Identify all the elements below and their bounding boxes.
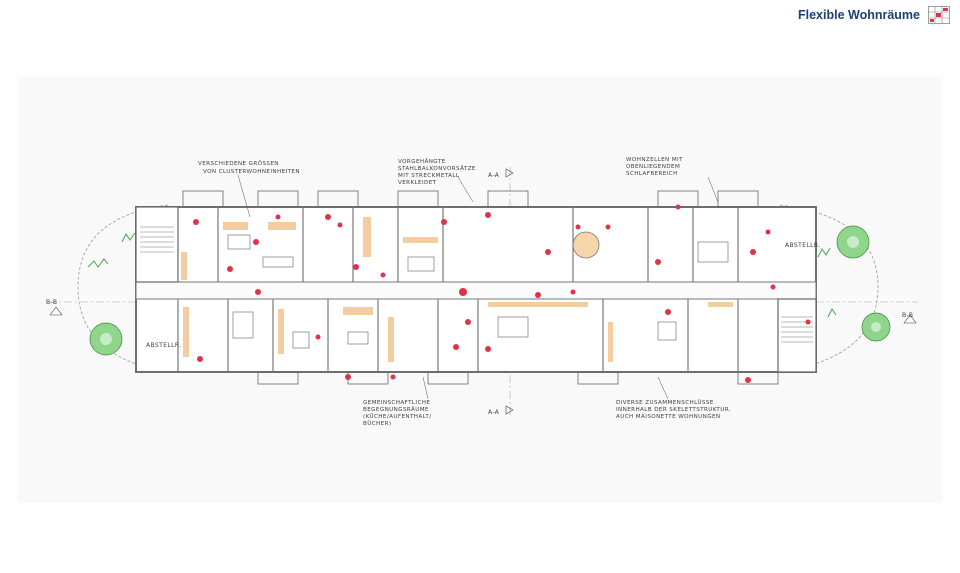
right-garden-outline <box>779 204 879 373</box>
page-title: Flexible Wohnräume <box>797 8 920 22</box>
corridor <box>135 281 817 300</box>
svg-text:WOHNZELLEN MIT: WOHNZELLEN MIT <box>626 157 683 163</box>
tree-icon <box>861 312 891 342</box>
round-table-icon <box>572 231 600 259</box>
left-garden-outline <box>77 204 169 373</box>
svg-text:BEGEGNUNGSRÄUME: BEGEGNUNGSRÄUME <box>363 406 429 413</box>
svg-text:VERSCHIEDENE GRÖSSEN: VERSCHIEDENE GRÖSSEN <box>198 160 279 167</box>
storage-label-right: ABSTELLR. <box>785 242 821 249</box>
svg-text:AUCH MAISONETTE WOHNUNGEN: AUCH MAISONETTE WOHNUNGEN <box>616 414 721 420</box>
balconies <box>182 190 779 385</box>
storage-label-left: ABSTELLR. <box>146 342 182 349</box>
section-marker-aa-top: A-A <box>488 168 514 179</box>
timber-wall-accents <box>181 217 733 362</box>
plant-icon <box>87 232 837 318</box>
stair-core-right <box>777 298 817 373</box>
svg-text:VON CLUSTERWOHNEINHEITEN: VON CLUSTERWOHNEINHEITEN <box>203 169 300 175</box>
furniture <box>227 234 729 349</box>
staircase-icon <box>781 316 813 343</box>
floor-plan-drawing: VERSCHIEDENE GRÖSSEN VON CLUSTERWOHNEINH… <box>46 157 918 427</box>
tree-icon <box>89 322 123 356</box>
section-marker-aa-bottom: A-A <box>488 405 514 416</box>
svg-text:STAHLBALKONVORSÄTZE: STAHLBALKONVORSÄTZE <box>398 165 476 172</box>
section-marker-bb-left: B-B <box>46 299 63 316</box>
floor-plan-panel: VERSCHIEDENE GRÖSSEN VON CLUSTERWOHNEINH… <box>18 77 942 503</box>
svg-text:VORGEHÄNGTE: VORGEHÄNGTE <box>398 158 446 165</box>
svg-text:B-B: B-B <box>46 299 57 306</box>
svg-text:DIVERSE ZUSAMMENSCHLÜSSE: DIVERSE ZUSAMMENSCHLÜSSE <box>616 399 714 406</box>
floorplan-grid-icon <box>928 6 950 24</box>
annotation-cluster-sizes: VERSCHIEDENE GRÖSSEN VON CLUSTERWOHNEINH… <box>198 160 300 175</box>
svg-text:VERKLEIDET: VERKLEIDET <box>398 180 437 186</box>
svg-text:A-A: A-A <box>488 409 500 416</box>
svg-text:MIT STRECKMETALL: MIT STRECKMETALL <box>398 173 460 179</box>
section-marker-bb-right: B-B <box>902 312 917 324</box>
staircase-icon <box>140 226 174 253</box>
svg-text:A-A: A-A <box>488 172 500 179</box>
annotation-living-cells: WOHNZELLEN MIT OBENLIEGENDEM SCHLAFBEREI… <box>626 157 683 177</box>
stair-core-left <box>135 206 179 283</box>
svg-text:B-B: B-B <box>902 312 913 319</box>
annotation-unit-combos: DIVERSE ZUSAMMENSCHLÜSSE INNERHALB DER S… <box>616 399 731 420</box>
svg-text:OBENLIEGENDEM: OBENLIEGENDEM <box>626 164 680 170</box>
svg-text:(KÜCHE/AUFENTHALT/: (KÜCHE/AUFENTHALT/ <box>363 413 431 420</box>
svg-text:BÜCHER): BÜCHER) <box>363 420 391 427</box>
annotation-common-rooms: GEMEINSCHAFTLICHE BEGEGNUNGSRÄUME (KÜCHE… <box>363 400 431 427</box>
svg-text:SCHLAFBEREICH: SCHLAFBEREICH <box>626 171 678 177</box>
annotation-facade: VORGEHÄNGTE STAHLBALKONVORSÄTZE MIT STRE… <box>398 158 476 186</box>
svg-text:INNERHALB DER SKELETTSTRUKTUR,: INNERHALB DER SKELETTSTRUKTUR, <box>616 407 731 413</box>
chair-icons <box>193 204 811 383</box>
annotation-leaders <box>237 174 719 400</box>
svg-text:GEMEINSCHAFTLICHE: GEMEINSCHAFTLICHE <box>363 400 430 406</box>
room-walls-lower <box>177 299 739 372</box>
tree-icon <box>836 225 870 259</box>
